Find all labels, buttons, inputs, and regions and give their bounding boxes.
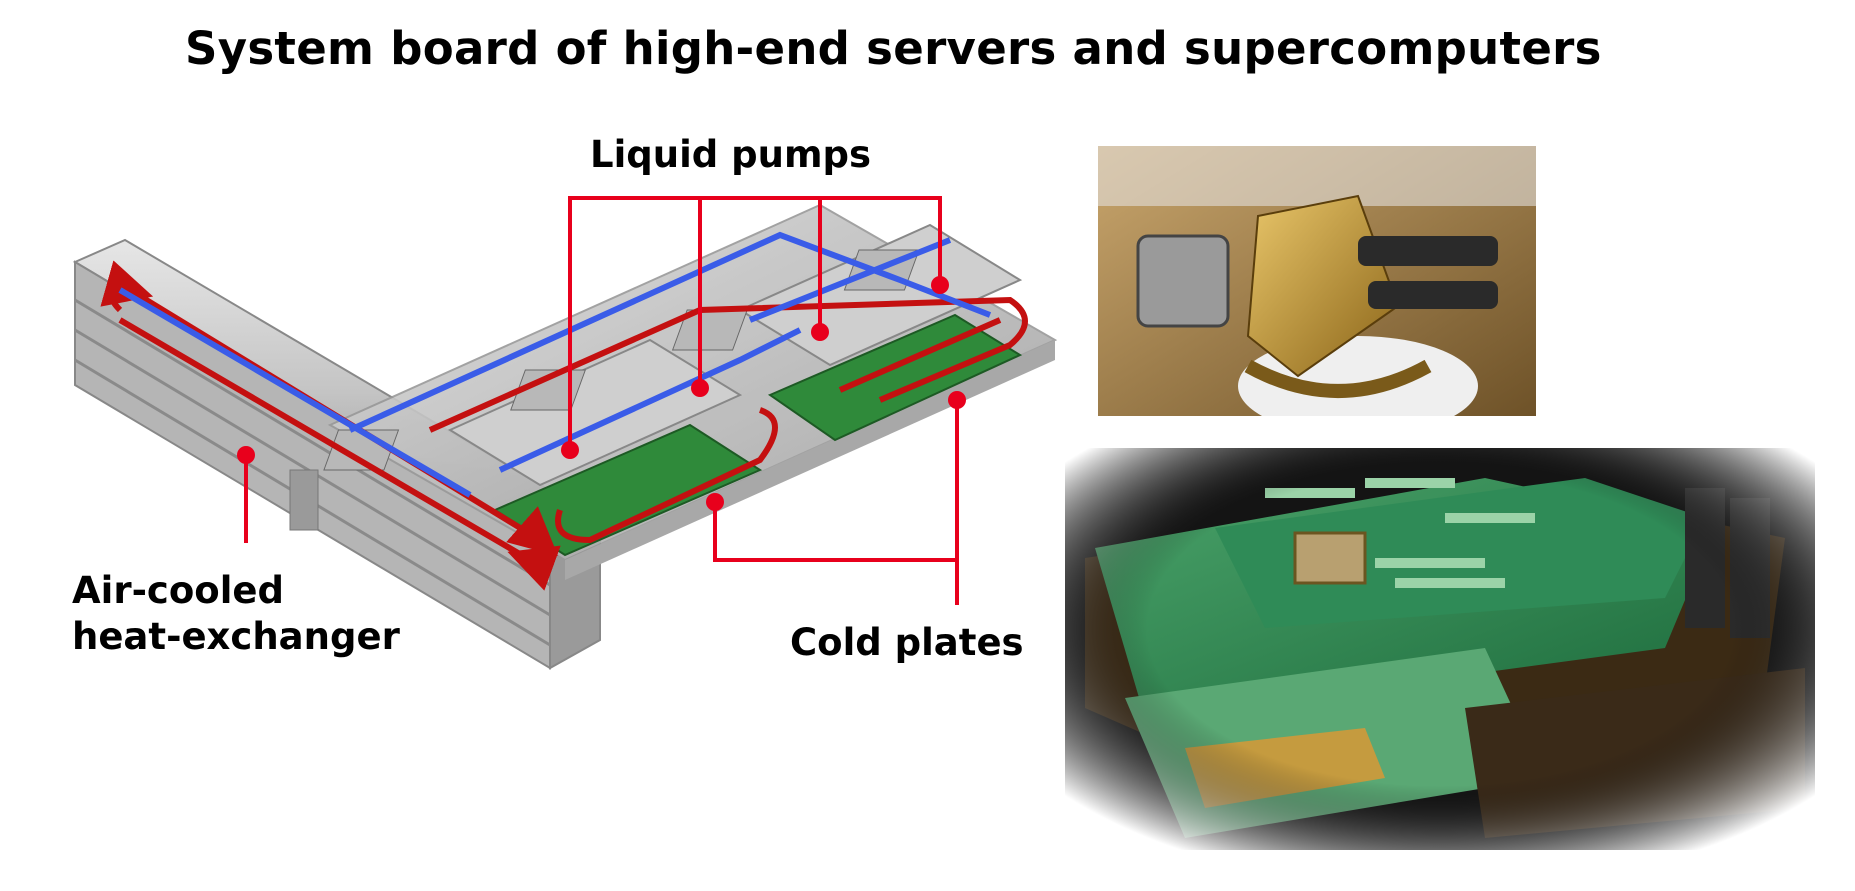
callout-dots <box>237 276 966 511</box>
callout-lines <box>244 196 959 605</box>
air-cooled-label-line1: Air-cooled <box>72 569 284 612</box>
cold-coolant-loop <box>118 231 992 498</box>
hot-coolant-loop <box>100 260 1028 591</box>
page-title: System board of high-end servers and sup… <box>185 22 1602 75</box>
cold-plate-photo <box>1098 146 1536 416</box>
air-cooled-label-line2: heat-exchanger <box>72 615 400 658</box>
liquid-pumps-label: Liquid pumps <box>590 133 872 176</box>
cold-plates-label: Cold plates <box>790 621 1024 664</box>
server-board-photo <box>1065 448 1815 850</box>
